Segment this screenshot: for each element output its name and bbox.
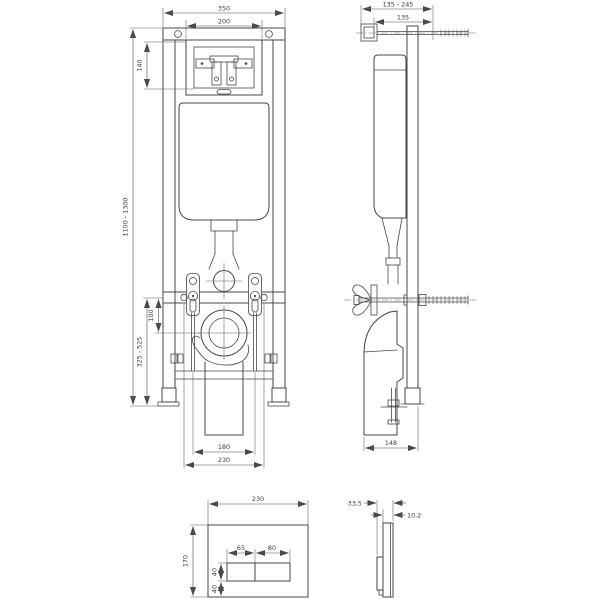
stud-hole-right — [249, 290, 260, 301]
flush-pipe — [206, 219, 242, 299]
foot-right — [271, 387, 287, 403]
dim-fixing-hole-spacing: 230 — [183, 304, 265, 469]
dim-frame-depth: 135 — [373, 14, 432, 28]
dim-label-button-bottom-offset: 40 — [211, 585, 219, 593]
dim-label-base-depth: 148 — [385, 439, 397, 447]
dim-label-window-height: 140 — [136, 59, 144, 71]
flush-valve-cap — [216, 89, 232, 95]
dim-label-plate-width: 230 — [252, 495, 264, 503]
dim-stud-spacing: 180 — [192, 372, 256, 456]
dim-overall-width: 350 — [162, 5, 286, 27]
dim-bar-to-outlet: 100 — [147, 299, 200, 334]
screw-hole-left — [174, 30, 182, 38]
flush-plate-side — [382, 522, 394, 598]
side-view: 135 - 245 135 148 — [344, 1, 478, 452]
dim-label-window-width: 200 — [218, 18, 230, 26]
dim-window-height: 140 — [136, 41, 194, 90]
dim-label-button-height: 40 — [211, 568, 219, 576]
dim-label-plate-height: 170 — [182, 555, 190, 567]
dim-label-outlet-height-range: 325 - 525 — [136, 337, 144, 368]
dim-window-width: 200 — [185, 18, 263, 39]
outlet-bend — [192, 306, 251, 366]
dim-plate-height: 170 — [182, 524, 208, 598]
front-view: 350 200 140 1100 - 1300 325 - 525 — [122, 5, 290, 469]
dim-label-frame-height-range: 1100 - 1300 — [122, 198, 130, 237]
foot-side — [404, 387, 421, 405]
frame-side — [400, 25, 425, 405]
wing-nut-upper — [352, 284, 372, 301]
stud-hole-left — [187, 290, 198, 301]
dim-label-overall-depth: 33,5 — [348, 500, 362, 508]
frame-rail-left — [162, 39, 176, 389]
dim-plate-thickness: 10,2 — [371, 509, 421, 523]
fixing-hole-outer-right — [260, 293, 268, 302]
dim-label-stud-spacing: 180 — [218, 443, 230, 451]
cistern-side — [373, 54, 407, 285]
dim-large-button-width: 80 — [256, 544, 291, 563]
flush-plate — [207, 524, 309, 598]
dim-label-large-button-width: 80 — [268, 544, 276, 552]
dim-label-plate-thickness: 10,2 — [407, 512, 421, 520]
frame-front — [157, 27, 290, 407]
dim-label-frame-depth: 135 — [397, 14, 409, 22]
dim-button-height: 40 — [211, 562, 227, 582]
dim-label-fixing-hole-spacing: 230 — [218, 456, 230, 464]
flush-plate-front-view: 230 170 65 80 40 40 — [182, 495, 309, 598]
flush-buttons — [226, 562, 291, 582]
wall-bracket-rod-top — [356, 23, 476, 42]
rail-clamps — [170, 353, 278, 364]
flush-plate-side-view: 33,5 10,2 — [348, 500, 421, 598]
dim-small-button-width: 65 — [226, 544, 256, 563]
dim-overall-depth: 33,5 — [348, 500, 406, 555]
floor-anchor — [380, 387, 408, 425]
dim-label-overall-width: 350 — [218, 5, 230, 13]
dim-wall-distance-range: 135 - 245 — [360, 1, 434, 40]
button-housing-side — [376, 556, 384, 591]
dim-frame-height-range: 1100 - 1300 — [122, 27, 163, 407]
wing-nut-lower — [352, 299, 372, 316]
fixing-bracket-bar — [162, 273, 286, 372]
access-window — [185, 39, 263, 96]
dim-base-depth: 148 — [363, 406, 419, 452]
dim-button-bottom-offset: 40 — [211, 582, 225, 596]
fixing-hole-outer-left — [180, 293, 188, 302]
elbow-outline — [192, 335, 250, 366]
outlet-duct — [204, 361, 244, 436]
dim-label-wall-distance-range: 135 - 245 — [383, 1, 414, 9]
dim-outlet-height-range: 325 - 525 — [136, 297, 163, 405]
bowl-profile — [363, 310, 404, 436]
foot-left — [161, 387, 177, 403]
wall-anchor-rod-middle — [344, 284, 478, 316]
cistern-front — [178, 102, 270, 221]
screw-hole-right — [265, 30, 273, 38]
dim-label-bar-to-outlet: 100 — [147, 309, 155, 321]
frame-rail-right — [272, 39, 286, 389]
dim-plate-width: 230 — [207, 495, 309, 525]
dim-label-small-button-width: 65 — [237, 544, 245, 552]
frame-rail-side — [406, 25, 419, 389]
